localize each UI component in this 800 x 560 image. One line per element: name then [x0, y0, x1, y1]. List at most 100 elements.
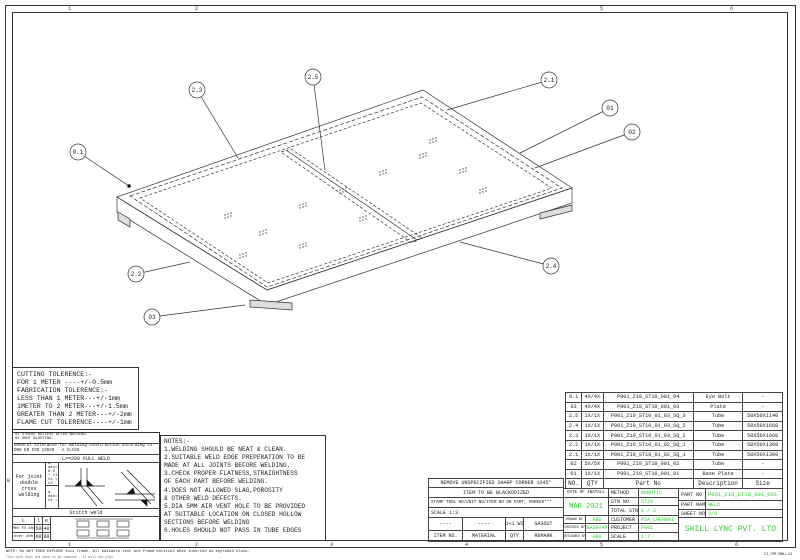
bom-cell: P001_Z10_ST10_01_03_SQ_3 [602, 411, 694, 422]
bom-cell: Tube [692, 420, 744, 432]
bom-cell: NO. [564, 478, 583, 489]
bom-cell: 1X/1X [581, 430, 604, 441]
tol-line: 1METER TO 2 METER---+/-1.5mm [17, 403, 128, 410]
bom-cell: Tube [692, 430, 744, 441]
bom-cell: P001_Z10_ST10_001_01 [602, 468, 694, 480]
hole [379, 174, 381, 176]
hole [362, 216, 364, 218]
hole [485, 190, 487, 192]
bom-cell: 50X50X1360 [742, 439, 783, 451]
cross-member-edge [285, 149, 418, 241]
zone-bottom-6: 6 [735, 542, 739, 548]
bom-cell: Tube [692, 459, 744, 470]
bom-cell: P001_Z10_ST10_01_02_SQ_1 [602, 439, 694, 451]
balloon-leader [135, 261, 191, 275]
balloon-leader [151, 304, 246, 318]
joint-text: For joint double cross welding [12, 462, 46, 509]
tol-line: FABRICATION TOLERENCE:- [17, 387, 109, 394]
notes-line: 2.SUITABLE WELD EDGE PREPERATION TO BE [164, 454, 306, 462]
balloon-label: 2.1 [544, 77, 555, 84]
bom-cell: Part No [602, 478, 694, 489]
hole [245, 252, 247, 254]
balloon-circle [69, 143, 87, 161]
material-label: MATERIAL [462, 530, 506, 542]
balloon-label: 0.1 [73, 149, 84, 156]
bom-cell: QTY [581, 478, 604, 489]
balloon-label: 01 [606, 105, 614, 112]
base-plate-left [117, 211, 131, 228]
zone-bottom-3: 3 [330, 542, 334, 548]
balloon-label: 02 [628, 129, 636, 136]
tol-line: CUTTING TOLERENCE:- [17, 371, 93, 378]
scale-label: SCALE [608, 532, 639, 542]
hole [302, 243, 304, 245]
zone-bottom-4: 4 [465, 542, 469, 548]
bom-cell: 50X50X1660 [742, 420, 783, 432]
hole [465, 170, 467, 172]
balloon-circle [542, 257, 560, 275]
hole [422, 156, 424, 158]
hole [385, 172, 387, 174]
hole [432, 138, 434, 140]
hole [302, 203, 304, 205]
balloon-leader [446, 79, 550, 111]
drawing-format-code: CI_FMT/RBU-13 [764, 553, 793, 557]
bom-cell: P001_Z10_ST10_01_03_SQ_2 [602, 430, 694, 441]
qty-value: 1+1 WI [505, 517, 524, 531]
balloon-circle [304, 68, 322, 86]
hole [432, 141, 434, 143]
hole [299, 244, 301, 246]
balloon-circle [143, 308, 161, 326]
hole [462, 168, 464, 170]
hole [425, 152, 427, 154]
cross-member [280, 148, 423, 244]
bom-cell: 2.4 [564, 420, 583, 432]
zone-bottom-2: 2 [195, 542, 199, 548]
zone-top-6: 6 [730, 6, 734, 12]
bom-cell: P001_Z10_ST10_01_03_SQ_2 [602, 420, 694, 432]
hole [239, 257, 241, 259]
balloon-circle [623, 123, 641, 141]
hole [365, 218, 367, 220]
hole [305, 245, 307, 247]
tolerance-text: CUTTING TOLERENCE:-FOR 1 METER ----+/-0.… [17, 371, 134, 427]
bom-cell: Description [692, 478, 744, 489]
sheet-inner-border [12, 12, 788, 541]
hole [482, 188, 484, 190]
hole [224, 214, 226, 216]
balloon-leader [312, 76, 326, 171]
bom-cell: P001_Z10_ST10_001_04 [602, 392, 694, 403]
hole [422, 153, 424, 155]
bom-cell: 1X/1X [581, 449, 604, 461]
hole [479, 192, 481, 194]
notes-line: 4.DOES NOT ALLOWED SLAG,POROSITY [164, 486, 283, 494]
zone-bottom-1: 1 [68, 542, 72, 548]
tolerance-box: CUTTING TOLERENCE:-FOR 1 METER ----+/-0.… [12, 367, 139, 430]
bom-cell: P001_Z10_ST10_001_03 [602, 401, 694, 413]
bom-cell: P001_Z10_ST10_001_02 [602, 459, 694, 470]
notes-line: 6.HOLES SHOULD NOT PASS IN TUBE EDGES [164, 527, 302, 535]
notes-text: NOTES:-1.WELDING SHOULD BE NEAT & CLEAN.… [164, 438, 322, 535]
zone-side-b: B [7, 478, 11, 484]
balloon-label: 2.3 [192, 87, 203, 94]
weld-general-tolerance: General tolerance for welding constructi… [14, 443, 160, 454]
hole [429, 142, 431, 144]
hole [465, 167, 467, 169]
hole [479, 189, 481, 191]
bom-cell: 03 [564, 401, 583, 413]
hole [242, 256, 244, 258]
hole [227, 216, 229, 218]
hole [299, 204, 301, 206]
full-weld-row: L>=200 FULL WELD [12, 454, 160, 463]
bom-cell: 2.3 [564, 430, 583, 441]
notes-box: NOTES:-1.WELDING SHOULD BE NEAT & CLEAN.… [160, 435, 326, 541]
sheet-outer-border [5, 5, 796, 548]
notes-line: MADE AT ALL JOINTS BEFORE WELDING. [164, 462, 291, 470]
footer-note-2: This note does not have to be removed - … [6, 555, 114, 559]
